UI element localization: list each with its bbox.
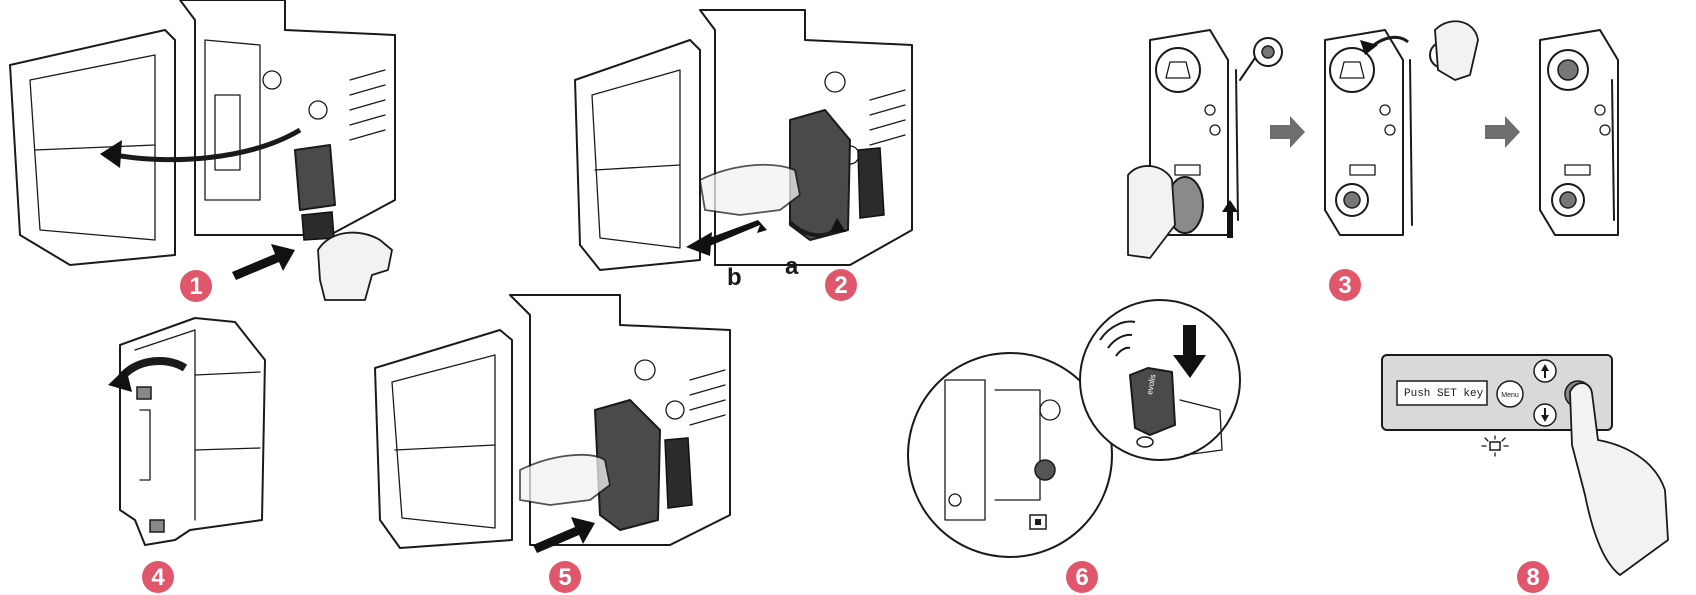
step-number: 8	[1526, 564, 1539, 591]
step-number: 3	[1338, 272, 1351, 299]
next-arrow-icon	[1270, 116, 1305, 148]
step-number: 2	[834, 272, 847, 299]
ribbon-cartridge	[790, 110, 850, 240]
step-6-badge: 6	[1066, 561, 1098, 593]
hand-icon	[318, 233, 392, 300]
step-2-badge: 2	[825, 269, 857, 301]
cartridge-frame-c	[1540, 30, 1618, 235]
step-number: 4	[151, 564, 165, 591]
step-number: 5	[558, 564, 571, 591]
next-arrow-icon	[1485, 116, 1520, 148]
step-4-illustration	[108, 318, 265, 545]
hand-icon	[1128, 166, 1175, 258]
cartridge-frame-a	[1128, 30, 1282, 258]
step-5-illustration	[375, 295, 730, 553]
label-a: a	[785, 253, 799, 280]
step-3-illustration	[1128, 21, 1618, 258]
ribbon-cartridge	[295, 145, 335, 210]
step-6-illustration: evolis	[908, 300, 1240, 557]
step-number: 6	[1075, 564, 1088, 591]
lcd-message: Push SET key	[1404, 388, 1484, 400]
label-b: b	[727, 264, 742, 291]
ribbon-cartridge	[120, 318, 265, 545]
menu-button-label: Menu	[1501, 392, 1519, 399]
step-4-badge: 4	[142, 561, 174, 593]
step-5-badge: 5	[549, 561, 581, 593]
hand-icon	[1570, 383, 1668, 575]
step-1-badge: 1	[180, 270, 212, 302]
step-number: 1	[189, 273, 202, 300]
hand-icon	[1435, 21, 1478, 80]
step-3-badge: 3	[1329, 269, 1361, 301]
step-8-illustration: Push SET key Menu	[1382, 355, 1668, 575]
step-1-illustration	[10, 0, 395, 300]
step-2-illustration: b a	[575, 10, 912, 291]
printer-door	[575, 40, 700, 270]
cartridge-frame-b	[1325, 21, 1478, 235]
arrow-icon	[232, 244, 295, 280]
step-8-badge: 8	[1517, 561, 1549, 593]
led-icon	[1482, 436, 1508, 456]
